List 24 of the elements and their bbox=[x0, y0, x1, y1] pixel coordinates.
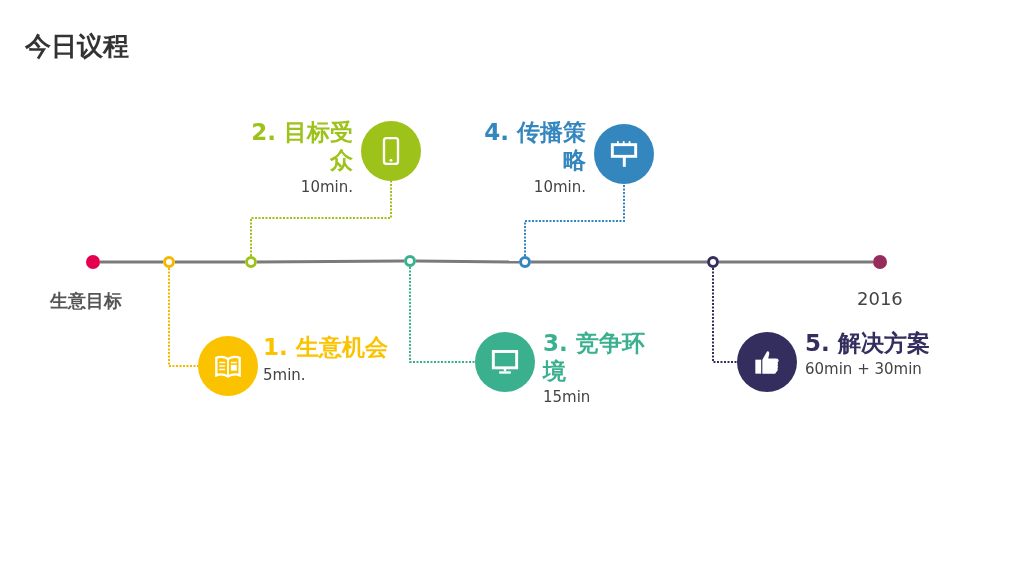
connector-line bbox=[168, 267, 199, 367]
item-title: 5. 解决方案 bbox=[805, 329, 931, 357]
item-title: 1. 生意机会 bbox=[263, 333, 389, 361]
item-title: 2. 目标受众 bbox=[250, 118, 353, 174]
timeline-line bbox=[257, 259, 404, 264]
timeline-line bbox=[416, 259, 519, 264]
duration-label: 10min. bbox=[532, 178, 586, 196]
connector-line bbox=[524, 183, 625, 257]
duration-label: 60min + 30min bbox=[805, 360, 923, 378]
duration-label: 15min bbox=[543, 388, 592, 406]
timeline-line bbox=[100, 260, 163, 264]
timeline-line bbox=[175, 260, 245, 264]
duration-label: 10min. bbox=[299, 178, 353, 196]
duration-label: 5min. bbox=[263, 366, 307, 384]
connector-line bbox=[712, 267, 738, 363]
connector-line bbox=[409, 266, 476, 363]
connector-line bbox=[250, 180, 392, 257]
item-title: 3. 竞争环境 bbox=[543, 329, 646, 385]
timeline-label: 2016 bbox=[857, 288, 904, 309]
timeline-label: 生意目标 bbox=[50, 289, 123, 313]
timeline-line bbox=[719, 260, 873, 264]
page-title: 今日议程 bbox=[25, 30, 129, 63]
item-title: 4. 传播策略 bbox=[483, 118, 586, 174]
timeline-line bbox=[531, 260, 707, 264]
